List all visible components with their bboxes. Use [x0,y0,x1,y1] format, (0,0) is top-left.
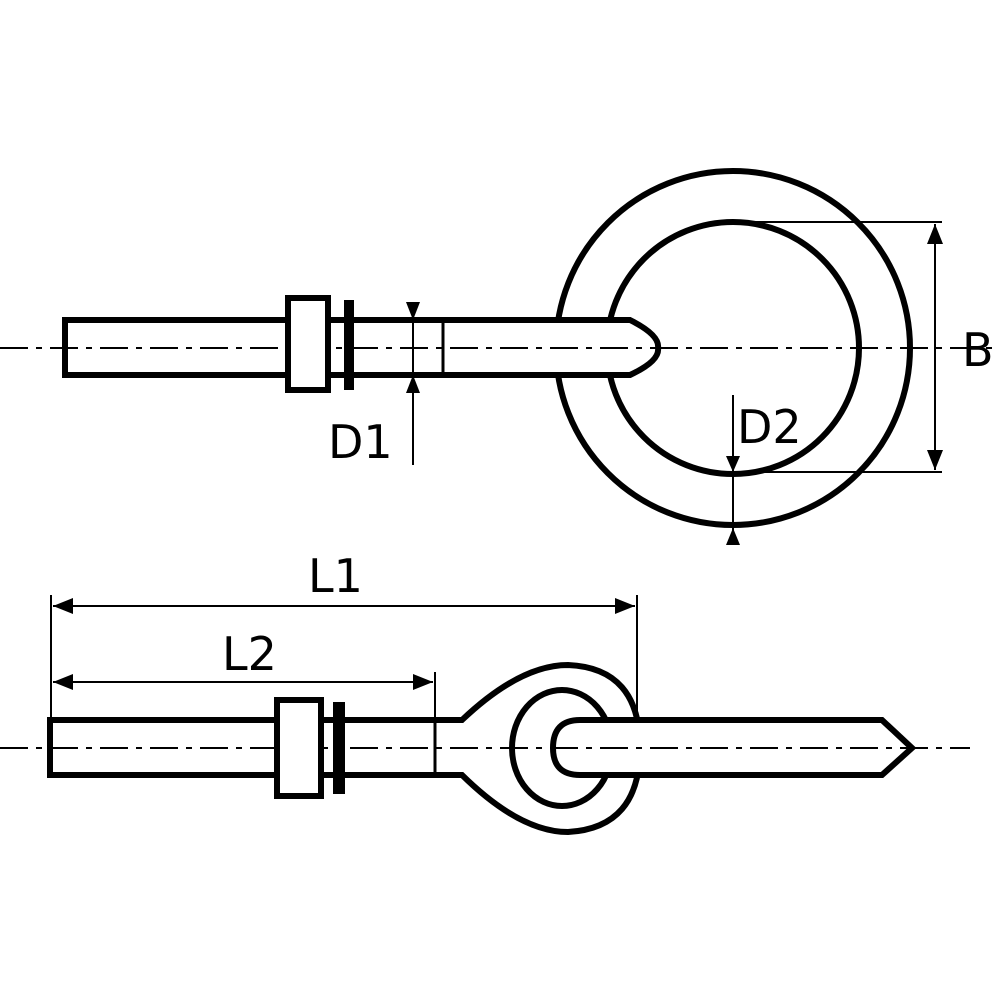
top-view [0,168,1000,545]
b-label: B [962,323,994,377]
top-nut [285,295,331,393]
l2-label: L2 [222,627,277,681]
ring-pin [549,717,917,778]
bottom-view [0,595,970,836]
d1-arrow-top [406,302,420,320]
top-washer [344,300,354,390]
bottom-nut [274,697,324,799]
l1-label: L1 [308,549,363,603]
d1-label: D1 [328,415,393,469]
bottom-washer [333,702,345,794]
d2-arrow-bottom [726,528,740,545]
d2-arrow-top [726,456,740,472]
d1-arrow-bottom [406,375,420,393]
d2-label: D2 [737,400,802,454]
